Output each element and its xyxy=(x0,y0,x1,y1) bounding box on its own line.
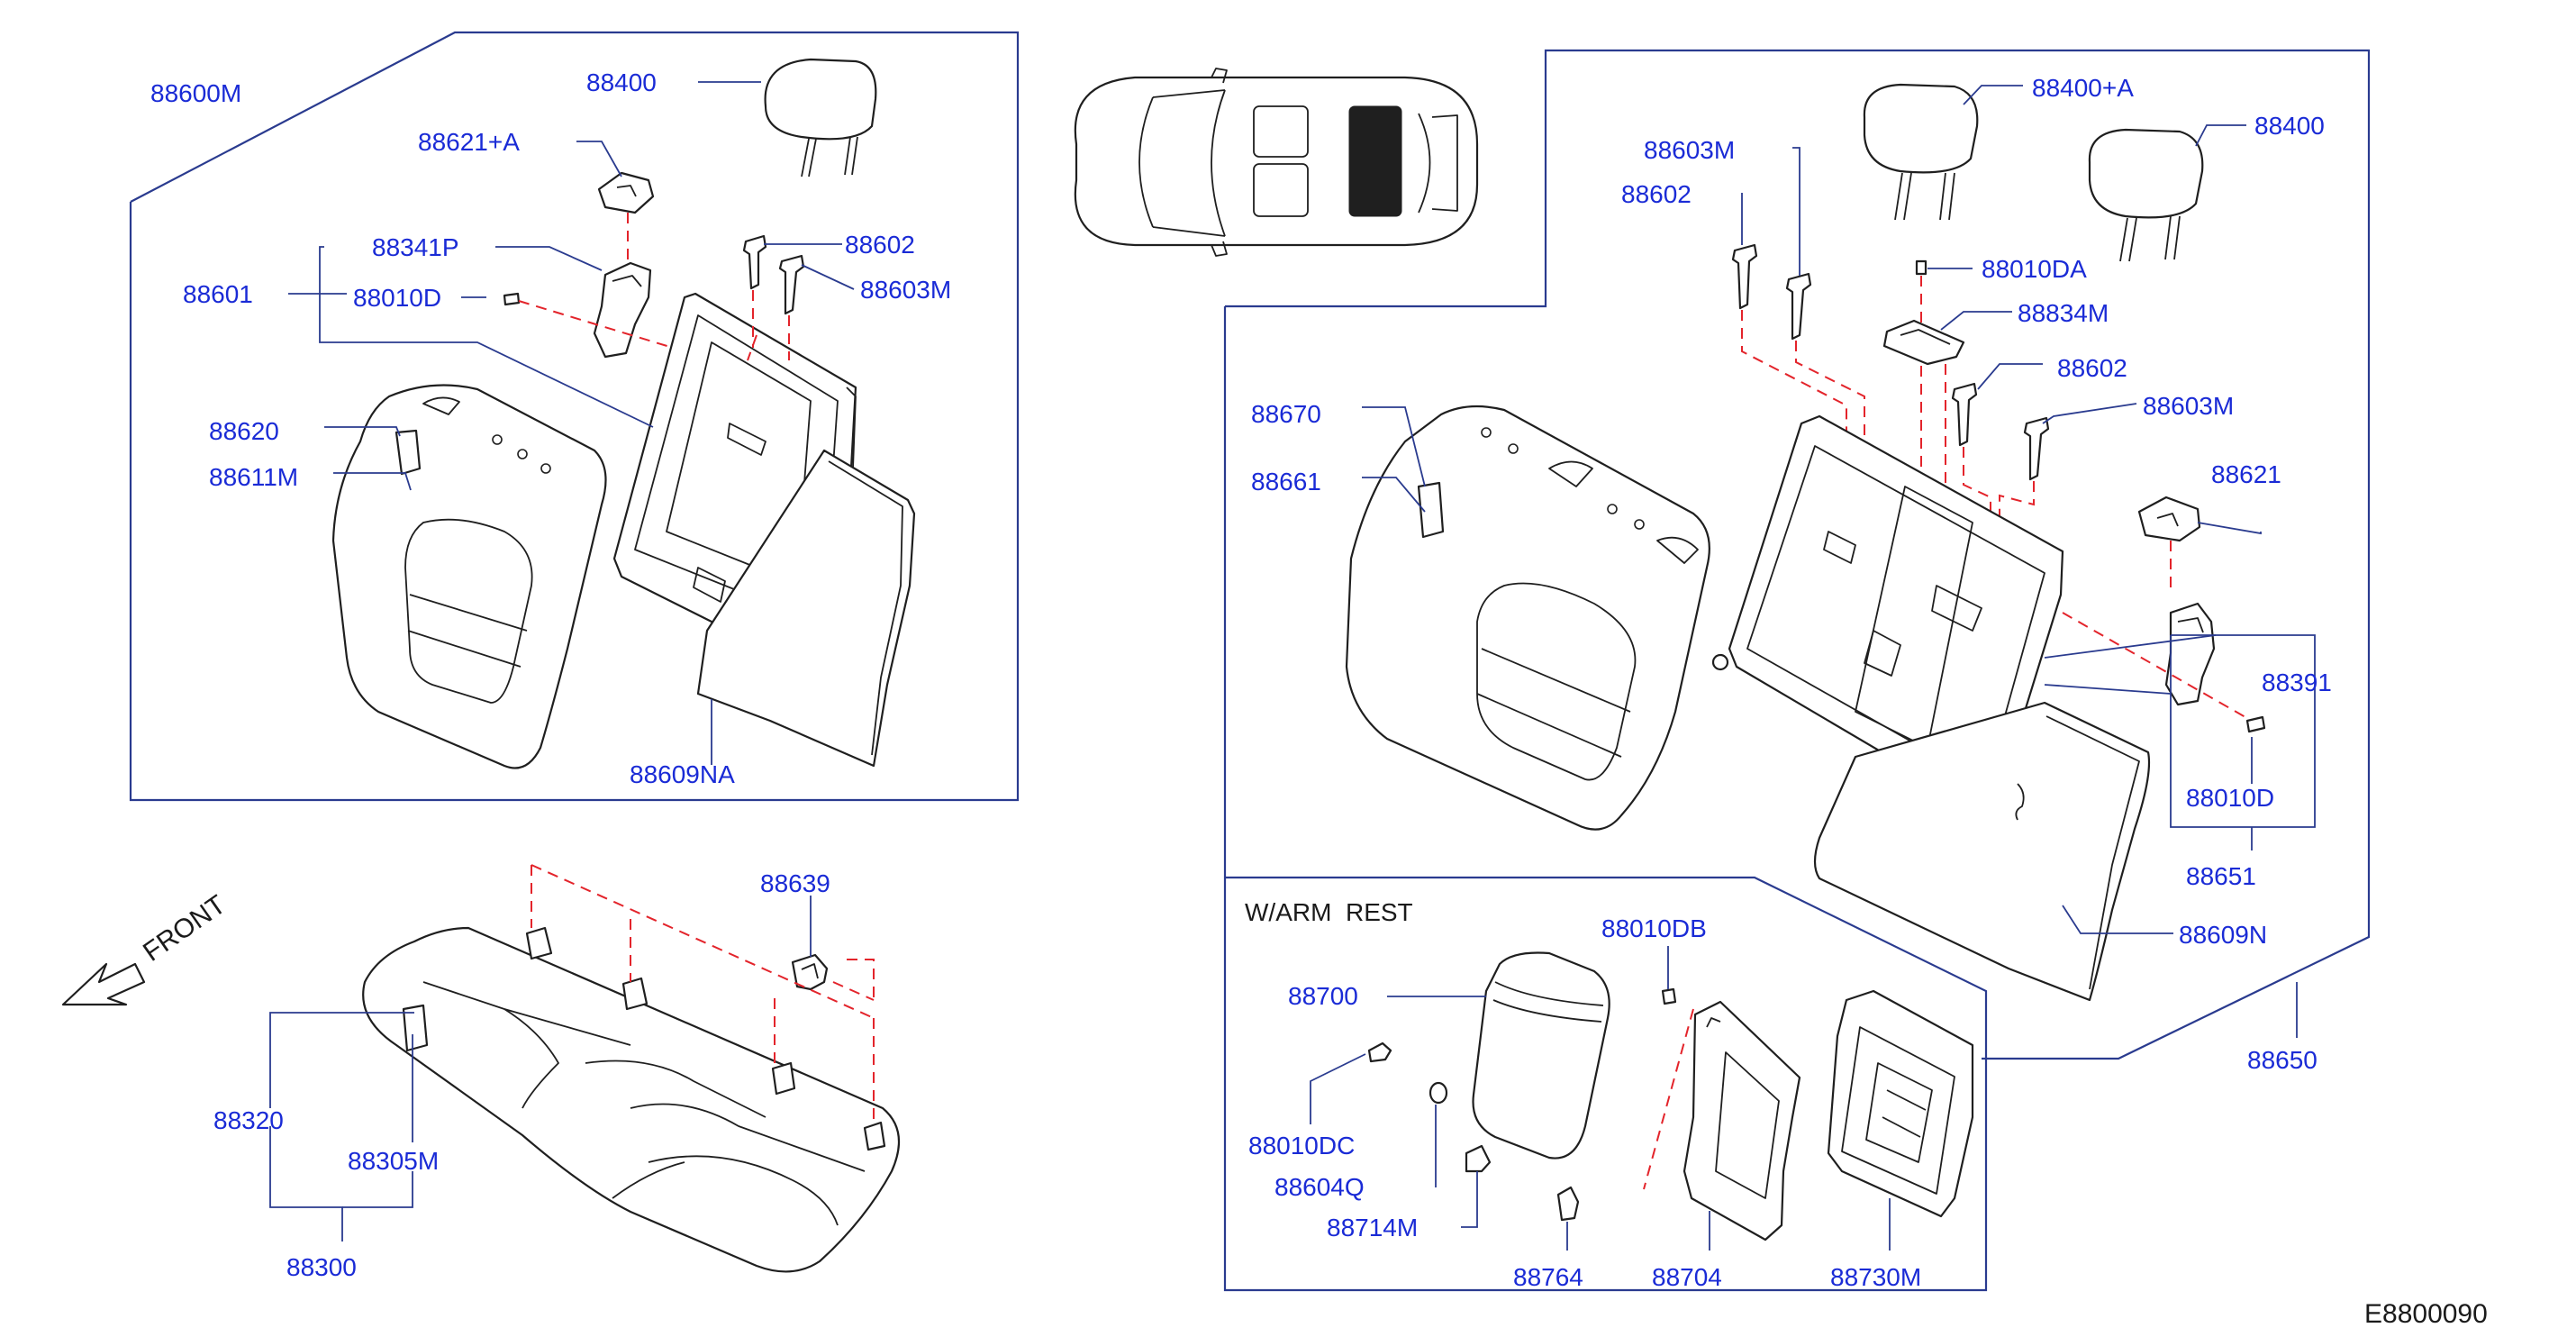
label-88602-right-mid: 88602 xyxy=(2057,354,2127,382)
back-board-88609NA-part xyxy=(696,449,916,768)
seatback-trim-right-part xyxy=(1345,405,1710,831)
clip-88764-part xyxy=(1556,1186,1580,1222)
label-88391: 88391 xyxy=(2262,668,2332,696)
seatback-trim-left-part xyxy=(331,384,607,769)
label-88603M-right-top: 88603M xyxy=(1644,136,1735,164)
label-88700: 88700 xyxy=(1288,982,1358,1010)
label-88010DC: 88010DC xyxy=(1248,1132,1355,1160)
label-88010DA: 88010DA xyxy=(1982,255,2087,283)
headrest-left-part xyxy=(764,58,877,177)
guide-88603M-right-top-part xyxy=(1785,272,1812,341)
label-88601: 88601 xyxy=(183,280,253,308)
guide-88602-right-top-part xyxy=(1731,243,1758,310)
label-88609NA: 88609NA xyxy=(630,760,735,788)
headrest-88400A-part xyxy=(1863,83,1979,221)
label-88670: 88670 xyxy=(1251,400,1321,428)
headrest-88400-right-part xyxy=(2088,128,2204,262)
guide-88602-left-part xyxy=(742,234,767,290)
label-88621A: 88621+A xyxy=(418,128,520,156)
guide-88621-right-part xyxy=(2137,496,2201,542)
left-seatback-group-frame xyxy=(129,31,1020,802)
label-88400A: 88400+A xyxy=(2032,74,2134,102)
seat-cushion-part xyxy=(362,926,901,1273)
label-88341P: 88341P xyxy=(372,233,459,261)
back-board-88609N-part xyxy=(1813,701,2151,1002)
label-88714M: 88714M xyxy=(1327,1214,1418,1242)
armrest-88700-part xyxy=(1472,951,1610,1160)
guide-88621A-part xyxy=(597,171,655,214)
label-88730M: 88730M xyxy=(1830,1263,1921,1291)
label-88661: 88661 xyxy=(1251,468,1321,496)
armrest-bracket-88704-part xyxy=(1683,1000,1801,1242)
guide-88603M-right-mid-part xyxy=(2023,416,2050,481)
label-88400-left: 88400 xyxy=(586,68,657,96)
label-88621-right: 88621 xyxy=(2211,460,2281,488)
label-88604Q: 88604Q xyxy=(1274,1173,1365,1201)
label-88602-left: 88602 xyxy=(845,231,915,259)
label-88764: 88764 xyxy=(1513,1263,1583,1291)
rear-seat-highlight xyxy=(1348,105,1402,217)
label-88603M-right-mid: 88603M xyxy=(2143,392,2234,420)
label-88639: 88639 xyxy=(760,869,830,897)
guide-88603M-left-part xyxy=(778,254,805,315)
label-88602-right-top: 88602 xyxy=(1621,180,1692,208)
armrest-frame xyxy=(1223,306,1988,1292)
armrest-frame-88730M-part xyxy=(1827,989,1974,1218)
label-88650: 88650 xyxy=(2247,1046,2317,1074)
label-88651: 88651 xyxy=(2186,862,2256,890)
guide-88602-right-mid-part xyxy=(1951,382,1978,447)
hook-88639-part xyxy=(791,953,829,991)
diagram-code: E8800090 xyxy=(2364,1299,2488,1329)
label-88603M-left: 88603M xyxy=(860,276,951,304)
car-top-view-icon xyxy=(1074,68,1479,257)
label-88010D-right: 88010D xyxy=(2186,784,2274,812)
front-label: FRONT xyxy=(138,889,231,967)
label-88834M: 88834M xyxy=(2018,299,2109,327)
label-88300: 88300 xyxy=(286,1253,357,1281)
bracket-88341P-part xyxy=(593,261,652,359)
label-88704: 88704 xyxy=(1652,1263,1722,1291)
right-seatback-group-frame xyxy=(1225,49,2371,1060)
label-88320: 88320 xyxy=(213,1106,284,1134)
label-88611M: 88611M xyxy=(209,463,298,491)
armrest-section-title: W/ARM REST xyxy=(1245,898,1413,926)
clip-88714M-part xyxy=(1465,1144,1492,1173)
label-88600M: 88600M xyxy=(150,79,241,107)
front-direction-arrow-icon xyxy=(61,962,146,1006)
label-88305M: 88305M xyxy=(348,1147,439,1175)
label-88400-right: 88400 xyxy=(2254,112,2325,140)
label-88010DB: 88010DB xyxy=(1601,914,1707,942)
label-88620: 88620 xyxy=(209,417,279,445)
pad-88834M-part xyxy=(1882,319,1965,366)
label-88609N: 88609N xyxy=(2179,921,2267,949)
label-88010D-left: 88010D xyxy=(353,284,441,312)
